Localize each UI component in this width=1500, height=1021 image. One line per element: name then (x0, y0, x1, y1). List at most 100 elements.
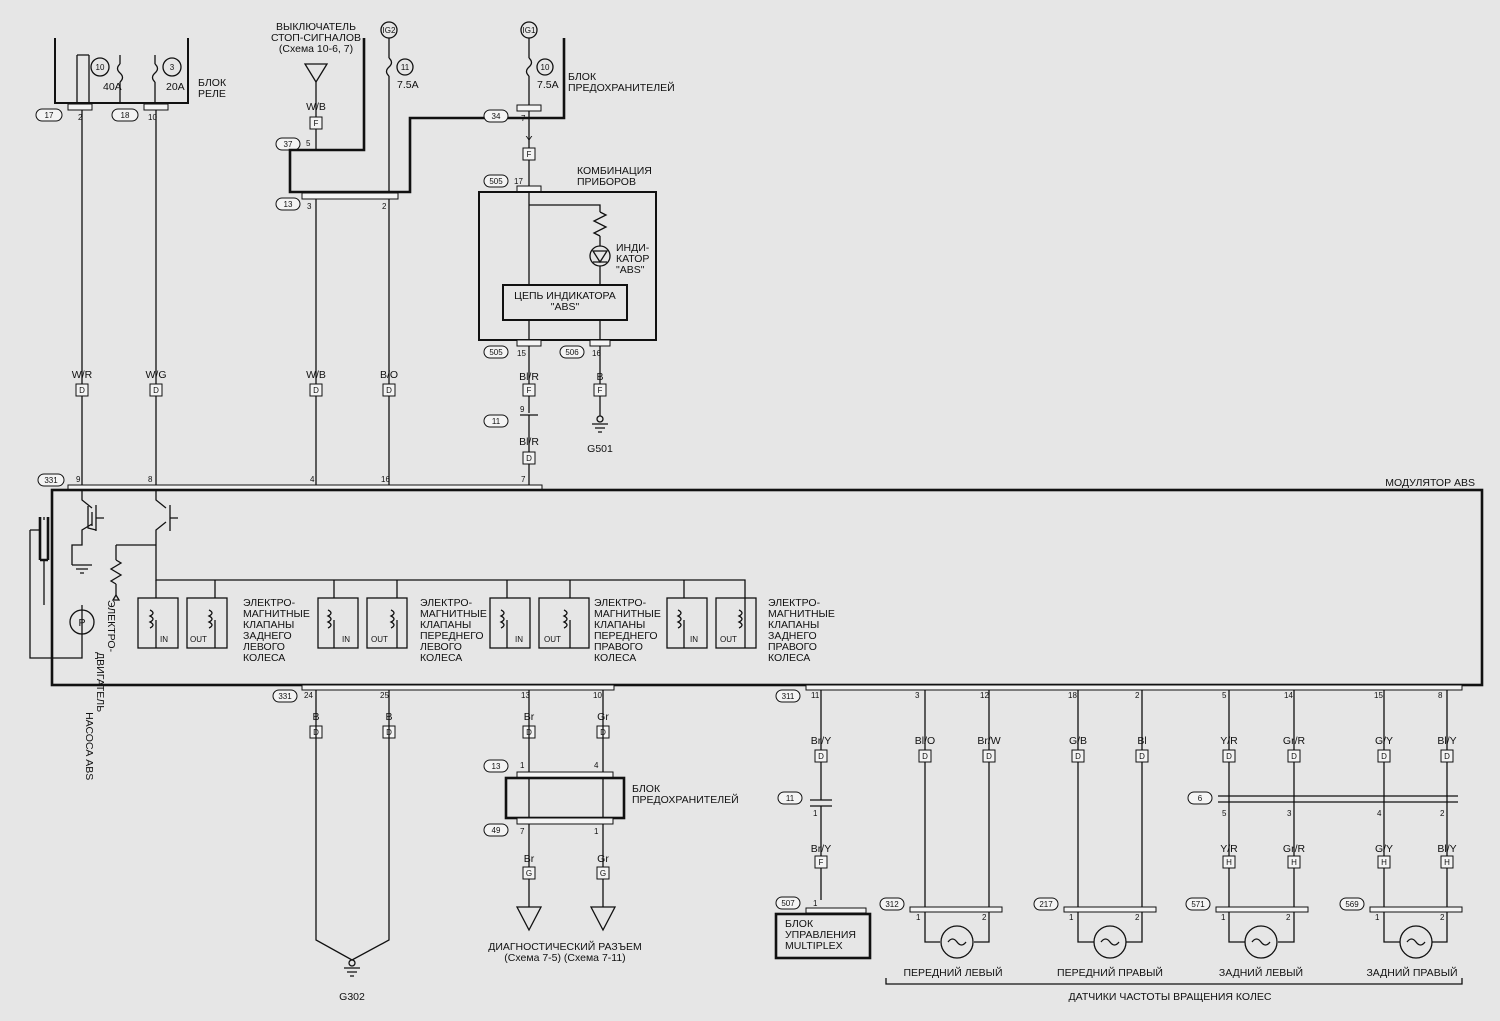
svg-text:Y/R: Y/R (1220, 843, 1238, 855)
svg-text:217: 217 (1039, 900, 1053, 909)
svg-text:25: 25 (380, 691, 389, 700)
svg-text:D: D (818, 752, 824, 761)
sensor-pin-numbers: 11 3 12 18 2 5 14 15 8 (811, 691, 1443, 700)
svg-text:4: 4 (310, 475, 315, 484)
svg-text:W/B: W/B (306, 101, 326, 113)
svg-text:B: B (596, 371, 603, 383)
svg-text:H: H (1381, 858, 1387, 867)
svg-text:4: 4 (594, 761, 599, 770)
svg-text:Bl/Y: Bl/Y (1437, 735, 1456, 747)
svg-text:1: 1 (1221, 913, 1226, 922)
connector-11-top: 11 (483, 414, 509, 428)
svg-text:10: 10 (541, 63, 550, 72)
svg-text:Gr/R: Gr/R (1283, 735, 1306, 747)
pump-motor-label: ЭЛЕКТРО-ДВИГАТЕЛЬНАСОСА ABS (83, 600, 117, 780)
svg-text:49: 49 (492, 826, 501, 835)
connector-507: 507 (775, 896, 801, 910)
svg-text:3: 3 (1287, 809, 1292, 818)
svg-text:Bl: Bl (1137, 735, 1146, 747)
svg-text:D: D (386, 386, 392, 395)
svg-text:7.5A: 7.5A (397, 79, 419, 91)
connector-18: 18 (111, 108, 139, 122)
svg-text:G: G (600, 869, 606, 878)
svg-text:2: 2 (1135, 691, 1140, 700)
svg-text:11: 11 (401, 63, 410, 72)
svg-text:G/B: G/B (1069, 735, 1087, 747)
svg-text:2: 2 (78, 113, 83, 122)
modulator-label: МОДУЛЯТОР ABS (1385, 477, 1475, 489)
connector-312: 312 (879, 897, 905, 911)
svg-text:Gr: Gr (597, 853, 609, 865)
svg-text:D: D (153, 386, 159, 395)
connector-11-bottom: 11 (777, 791, 803, 805)
sensor-front-right: 217 1 2 ПЕРЕДНИЙ ПРАВЫЙ (1033, 897, 1163, 979)
svg-text:13: 13 (284, 200, 293, 209)
svg-text:14: 14 (1284, 691, 1293, 700)
svg-text:IN: IN (690, 635, 698, 644)
svg-text:D: D (1139, 752, 1145, 761)
sensors-bracket (885, 978, 1463, 985)
svg-text:3: 3 (170, 63, 175, 72)
svg-text:5: 5 (306, 139, 311, 148)
svg-text:IN: IN (160, 635, 168, 644)
svg-text:12: 12 (980, 691, 989, 700)
ground-g501: G501 (587, 415, 613, 455)
svg-text:2: 2 (1440, 913, 1445, 922)
svg-text:11: 11 (786, 794, 795, 803)
svg-text:571: 571 (1191, 900, 1205, 909)
svg-text:Br/W: Br/W (977, 735, 1000, 747)
svg-text:Y/R: Y/R (1220, 735, 1238, 747)
svg-text:Br/Y: Br/Y (811, 843, 831, 855)
svg-text:5: 5 (1222, 809, 1227, 818)
connector-49: 49 (483, 823, 509, 837)
svg-text:1: 1 (1069, 913, 1074, 922)
svg-text:10: 10 (148, 113, 157, 122)
svg-text:2: 2 (982, 913, 987, 922)
svg-text:ЗАДНИЙ ПРАВЫЙ: ЗАДНИЙ ПРАВЫЙ (1366, 966, 1457, 979)
svg-text:3: 3 (915, 691, 920, 700)
svg-text:7.5A: 7.5A (537, 79, 559, 91)
svg-text:13: 13 (492, 762, 501, 771)
svg-text:ПЕРЕДНИЙ ПРАВЫЙ: ПЕРЕДНИЙ ПРАВЫЙ (1057, 966, 1163, 979)
svg-text:G/Y: G/Y (1375, 843, 1393, 855)
svg-text:D: D (1226, 752, 1232, 761)
connector-34: 34 (483, 109, 509, 123)
fuse-20a: 3 20A (151, 55, 185, 103)
svg-text:311: 311 (782, 692, 795, 701)
connector-17: 17 (35, 108, 63, 122)
svg-text:506: 506 (565, 348, 579, 357)
connector-37: 37 (275, 137, 301, 151)
svg-text:2: 2 (1286, 913, 1291, 922)
svg-text:24: 24 (304, 691, 313, 700)
svg-text:H: H (1444, 858, 1450, 867)
svg-text:Bl/O: Bl/O (915, 735, 935, 747)
svg-text:2: 2 (1135, 913, 1140, 922)
svg-text:2: 2 (382, 202, 387, 211)
connector-331-bottom: 331 (272, 689, 298, 703)
svg-text:15: 15 (517, 349, 526, 358)
abs-modulator: 331 9 8 4 16 7 МОДУЛЯТОР ABS P ЭЛЕКТРО-Д… (29, 473, 1484, 780)
connector-506: 506 (559, 345, 585, 359)
svg-text:Gr/R: Gr/R (1283, 843, 1306, 855)
svg-text:569: 569 (1345, 900, 1359, 909)
svg-text:D: D (1075, 752, 1081, 761)
svg-text:16: 16 (592, 349, 601, 358)
svg-text:17: 17 (514, 177, 523, 186)
svg-text:B/O: B/O (380, 369, 398, 381)
svg-text:15: 15 (1374, 691, 1383, 700)
svg-text:7: 7 (520, 827, 525, 836)
connector-571: 571 (1185, 897, 1211, 911)
upper-wire-labels: W/R D W/G D W/B D B/O D (72, 369, 398, 397)
svg-text:D: D (1291, 752, 1297, 761)
svg-text:H: H (1226, 858, 1232, 867)
sensor-rear-left: 571 1 2 ЗАДНИЙ ЛЕВЫЙ (1185, 897, 1309, 979)
svg-text:1: 1 (520, 761, 525, 770)
